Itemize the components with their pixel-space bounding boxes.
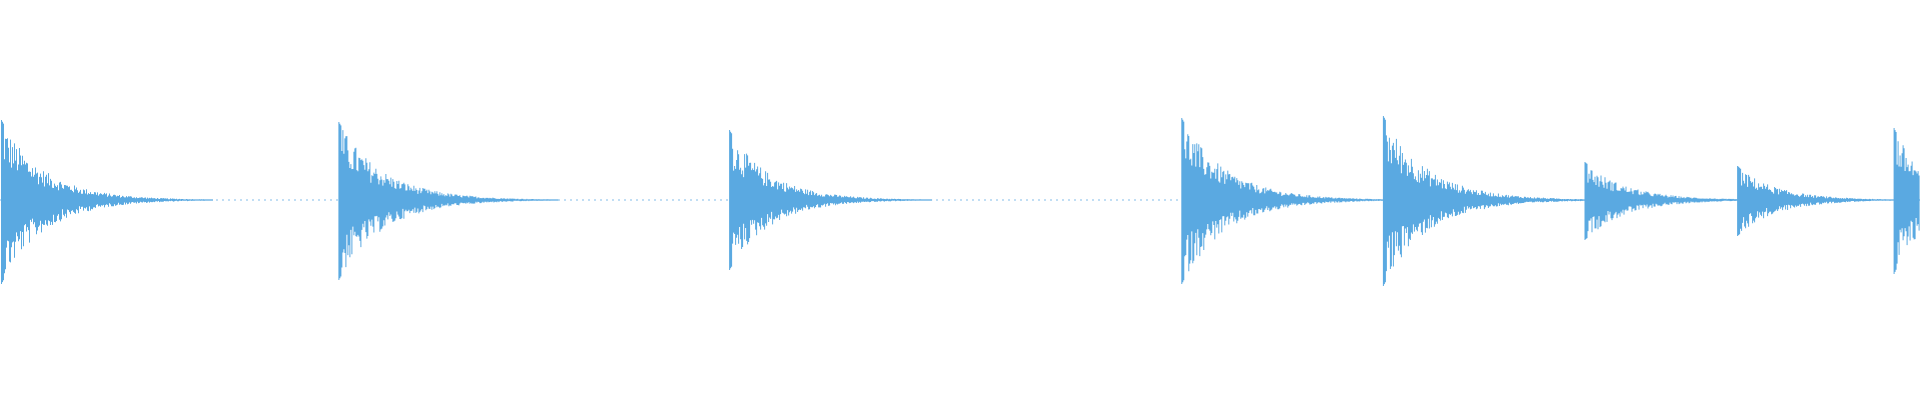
waveform-hit-body — [338, 122, 559, 280]
waveform-hit — [1181, 118, 1402, 284]
waveform-hit — [1893, 128, 1920, 274]
waveform-hit — [1, 120, 213, 284]
waveform-hit-body — [1, 120, 213, 284]
waveform-hit-body — [1893, 128, 1920, 274]
waveform-hit-body — [729, 130, 933, 270]
waveform-hit — [1382, 116, 1603, 286]
waveform-hit-body — [1181, 118, 1402, 284]
waveform-hit — [338, 122, 559, 280]
waveform-hit-body — [1737, 166, 1920, 236]
waveform-hit — [729, 130, 933, 270]
waveform-hits — [1, 116, 1920, 286]
waveform-hit — [1737, 166, 1920, 236]
waveform-hit-body — [1382, 116, 1603, 286]
